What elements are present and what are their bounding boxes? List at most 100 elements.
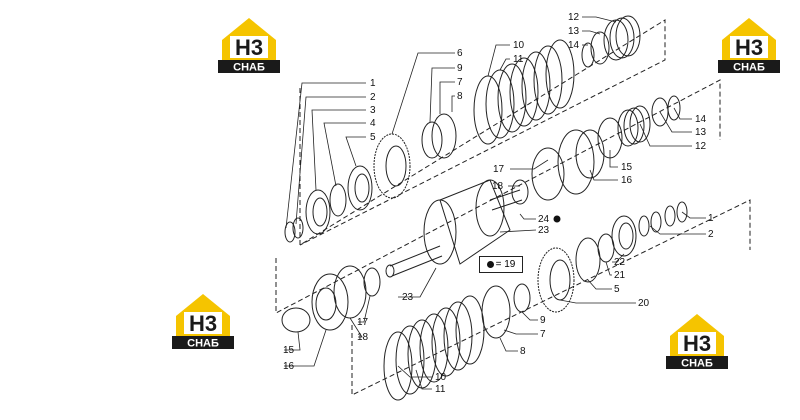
housing-16-lower-inner (315, 287, 337, 321)
snap-ring-1 (284, 221, 296, 243)
ring-1-right (676, 201, 688, 223)
callout-c23b: 23 (402, 292, 414, 303)
callout-c15b: 15 (283, 345, 295, 356)
callout-c8b: 8 (520, 346, 526, 357)
logo-letters: H3 (235, 35, 263, 60)
callout-c13b: 13 (695, 127, 707, 138)
shaft-housing (385, 179, 523, 278)
ring-18-lower (363, 267, 381, 297)
callout-c4: 4 (370, 118, 376, 129)
ring-9 (421, 121, 443, 159)
callout-c14b: 14 (695, 114, 707, 125)
roller-bearing-5b (575, 237, 601, 283)
legend-text: = 19 (495, 259, 516, 270)
ring-2-right-b (638, 215, 650, 237)
callout-c5: 5 (370, 132, 376, 143)
gear-20-hub (549, 259, 571, 301)
housing-16-mid (557, 129, 595, 195)
spring-12-top (603, 15, 641, 61)
callout-c3: 3 (370, 105, 376, 116)
logo-letter-panel (230, 36, 268, 58)
callout-c17a: 17 (493, 164, 505, 175)
callout-c7b: 7 (540, 329, 546, 340)
roller-bearing-5-inner (354, 173, 370, 203)
callout-c2: 2 (370, 92, 376, 103)
callout-c22: 22 (614, 257, 626, 268)
callout-c20: 20 (638, 298, 650, 309)
callout-c18a: 18 (492, 181, 504, 192)
callout-c18b: 18 (357, 332, 369, 343)
callout-c10b: 10 (435, 372, 447, 383)
housing-16-mid-inner (575, 129, 605, 179)
callout-c17b: 17 (357, 317, 369, 328)
logo-caption: СНАБ (733, 62, 765, 74)
callout-c8a: 8 (457, 91, 463, 102)
washer-13-top (590, 31, 610, 65)
logo-caption-bar (718, 60, 780, 73)
washer-2 (292, 217, 304, 239)
callout-c10a: 10 (513, 40, 525, 51)
washer-2-right (650, 211, 662, 233)
logo-letter-panel (730, 36, 768, 58)
callout-c11a: 11 (513, 54, 524, 65)
ring-17-mid (531, 147, 565, 201)
leader-lines (284, 16, 706, 390)
logo-letter-panel (184, 312, 222, 334)
bushing-4 (329, 183, 347, 217)
logo-caption-bar (172, 336, 234, 349)
bearing-3-outer (305, 189, 331, 235)
upper-assembly-boundary (299, 19, 666, 246)
logo-caption: СНАБ (233, 62, 265, 74)
logo-caption: СНАБ (187, 338, 219, 350)
lower-assembly-boundary (351, 199, 751, 396)
callout-c1b: 1 (708, 213, 714, 224)
lower-clutch-pack (383, 295, 485, 401)
callout-c15a: 15 (621, 162, 633, 173)
logo-caption-bar (218, 60, 280, 73)
ring-14-mid (667, 95, 681, 121)
callout-c16a: 16 (621, 175, 633, 186)
ring-1-right-b (664, 205, 676, 227)
gear-6-hub (385, 145, 407, 187)
logo-letter-panel (678, 332, 716, 354)
ring-7 (431, 113, 457, 159)
roller-bearing-5 (347, 165, 373, 211)
callout-c13a: 13 (568, 26, 580, 37)
marker-24-dot (553, 215, 561, 223)
gear-6 (373, 133, 411, 199)
logo-letters: H3 (683, 331, 711, 356)
ring-9-lower (513, 283, 531, 313)
black-dot-icon (486, 261, 494, 268)
callout-c2b: 2 (708, 229, 714, 240)
spring-12-mid (617, 105, 651, 147)
callout-c9a: 9 (457, 63, 463, 74)
logo-letters: H3 (189, 311, 217, 336)
sleeve-15-lower (281, 307, 311, 333)
middle-assembly-boundary (275, 79, 721, 314)
callout-c12b: 12 (695, 141, 707, 152)
bearing-22-inner (618, 222, 634, 250)
bearing-22 (611, 215, 637, 257)
logo-caption-bar (666, 356, 728, 369)
callout-c6: 6 (457, 48, 463, 59)
callout-c1: 1 (370, 78, 376, 89)
callout-c5b: 5 (614, 284, 620, 295)
callout-c16b: 16 (283, 361, 295, 372)
callout-c21: 21 (614, 270, 626, 281)
callout-c14a: 14 (568, 40, 580, 51)
housing-16-lower (311, 273, 349, 331)
callout-c7a: 7 (457, 77, 463, 88)
ring-18-mid (511, 179, 529, 205)
gear-20 (537, 247, 575, 313)
ring-14-top (581, 42, 595, 68)
bearing-3-inner (312, 197, 328, 227)
callout-c23a: 23 (538, 225, 550, 236)
logo-letters: H3 (735, 35, 763, 60)
legend-box: = 19 (479, 256, 523, 273)
